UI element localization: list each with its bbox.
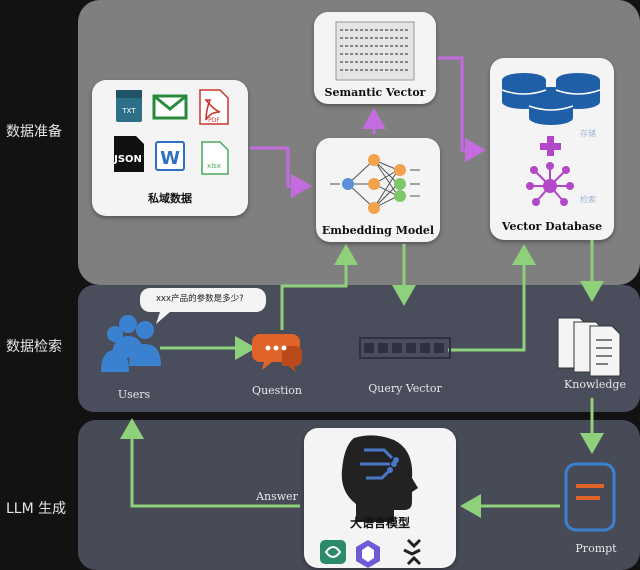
flow-arrows: [120, 56, 604, 518]
prompt-label: Prompt: [575, 542, 617, 555]
llm-card: 大语言模型: [304, 428, 456, 568]
svg-text:PDF: PDF: [208, 117, 220, 124]
semantic-vector-card: Semantic Vector: [314, 12, 436, 104]
txt-file-icon: TXT: [116, 90, 142, 122]
question-label: Question: [252, 384, 302, 397]
file-icons: TXT PDF JSON W xlsx: [113, 89, 229, 175]
private-data-label: 私域数据: [148, 192, 192, 205]
knowledge-label: Knowledge: [564, 378, 626, 391]
mail-icon: [152, 94, 188, 120]
arrow-private-to-embedding: [250, 146, 312, 198]
llm-label: 大语言模型: [349, 516, 410, 530]
neural-network-icon: [330, 154, 420, 214]
arrow-question-to-embedding: [280, 244, 358, 330]
section-label-retrieval: 数据检索: [6, 339, 62, 355]
semantic-vector-label: Semantic Vector: [324, 86, 426, 99]
store-tag: 存储: [580, 129, 596, 138]
svg-text:xlsx: xlsx: [207, 162, 221, 170]
json-file-icon: JSON: [113, 136, 144, 172]
search-tag: 检索: [580, 195, 596, 204]
ai-head-icon: [320, 435, 422, 568]
arrow-semantic-to-db: [438, 56, 486, 162]
private-data-card: TXT PDF JSON W xlsx 私域数据: [92, 80, 248, 216]
arrow-query-to-db: [448, 244, 536, 352]
svg-text:JSON: JSON: [113, 154, 142, 165]
word-file-icon: W: [155, 141, 185, 171]
embedding-model-card: Embedding Model: [316, 138, 440, 242]
section-label-prep: 数据准备: [6, 124, 62, 140]
xlsx-file-icon: xlsx: [201, 141, 229, 175]
svg-text:W: W: [160, 148, 180, 169]
section-label-generation: LLM 生成: [6, 501, 67, 517]
pdf-file-icon: PDF: [199, 89, 229, 125]
embedding-model-label: Embedding Model: [321, 224, 435, 237]
users-label: Users: [117, 388, 151, 401]
answer-label: Answer: [256, 490, 298, 503]
vector-database-label: Vector Database: [501, 220, 603, 233]
question-bubble-text: xxx产品的参数是多少?: [156, 294, 244, 304]
query-vector-label: Query Vector: [368, 382, 442, 395]
database-icon: [501, 73, 601, 206]
svg-text:TXT: TXT: [121, 107, 136, 115]
vector-database-card: 存储 检索 Vector Database: [490, 58, 614, 240]
arrow-llm-to-users: [120, 418, 300, 508]
vector-matrix-icon: [335, 21, 415, 81]
